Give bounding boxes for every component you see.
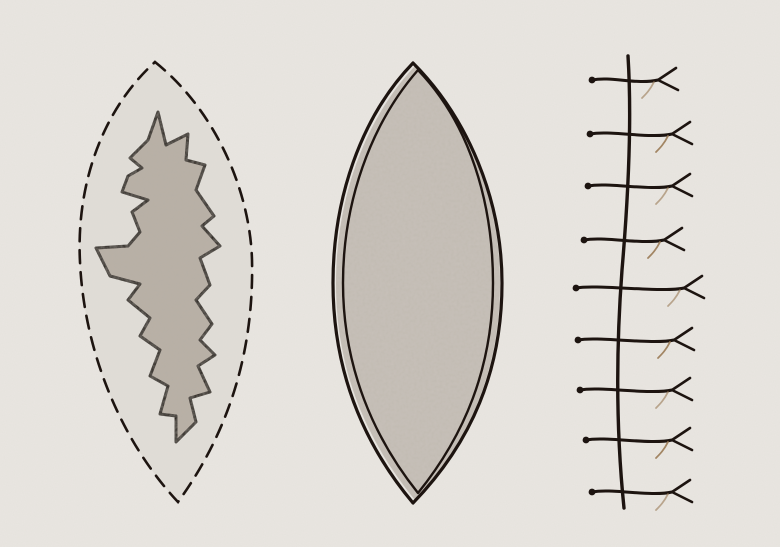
suture-entry-point (589, 489, 596, 496)
suture-entry-point (577, 387, 584, 394)
suture-entry-point (589, 77, 596, 84)
suture-entry-point (585, 183, 592, 190)
suture-entry-point (583, 437, 590, 444)
suture-entry-point (575, 337, 582, 344)
suture-entry-point (573, 285, 580, 292)
suture-entry-point (581, 237, 588, 244)
suture-entry-point (587, 131, 594, 138)
